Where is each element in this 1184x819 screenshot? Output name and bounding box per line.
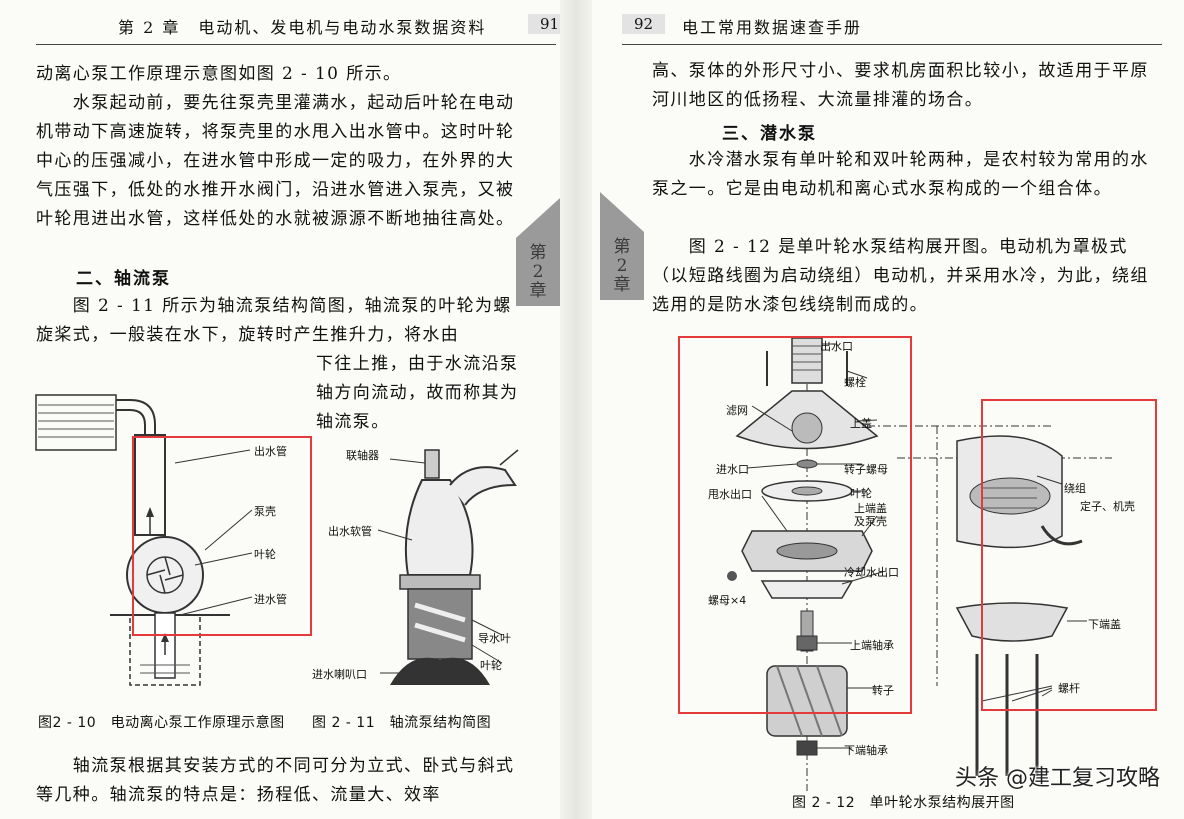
watermark: 头条 @建工复习攻略: [955, 766, 1160, 791]
fig11-label-impeller: 叶轮: [480, 659, 502, 672]
right-para-submersible: 水冷潜水泵有单叶轮和双叶轮两种，是农村较为常用的水泵之一。它是由电动机和离心式水…: [652, 150, 1149, 199]
fig10-label-outlet: 出水管: [254, 445, 287, 458]
chapter-tab-right-label: 第 2 章: [613, 237, 631, 295]
fig12-label-lower-cover: 下端盖: [1088, 618, 1121, 631]
fig11-label-guide: 导水叶: [478, 632, 511, 645]
fig12-label-inlet: 进水口: [716, 463, 749, 476]
fig12-label-winding: 绕组: [1064, 482, 1086, 495]
fig11-caption: 图 2 - 11 轴流泵结构简图: [312, 715, 492, 731]
right-header-text: 电工常用数据速查手册: [682, 18, 863, 37]
right-page-number: 92: [622, 14, 666, 34]
section-heading-submersible: 三、潜水泵: [722, 124, 817, 144]
fig11-label-hose: 出水软管: [328, 525, 372, 538]
fig12-label-upper-cover: 上端盖 及泵壳: [854, 502, 887, 528]
chapter-tab-left-label: 第 2 章: [529, 243, 547, 301]
fig12-label-top-cover: 上盖: [850, 417, 872, 430]
fig11-label-bell: 进水喇叭口: [312, 668, 367, 681]
fig12-caption: 图 2 - 12 单叶轮水泵结构展开图: [792, 795, 1015, 811]
fig11-label-coupling: 联轴器: [346, 449, 379, 462]
figure-2-12-illustration: [727, 336, 1112, 791]
figure-2-11-illustration: [377, 449, 519, 685]
right-para-fig12: 图 2 - 12 是单叶轮水泵结构展开图。电动机为罩极式（以短路线圈为启动绕组）…: [652, 237, 1149, 315]
fig10-caption: 图2 - 10 电动离心泵工作原理示意图: [38, 715, 285, 731]
left-running-header: 第 2 章 电动机、发电机与电动水泵数据资料: [118, 14, 486, 38]
highlight-box-fig12-right: [981, 399, 1157, 711]
left-header-text: 第 2 章 电动机、发电机与电动水泵数据资料: [118, 18, 487, 37]
highlight-box-fig10: [132, 436, 312, 636]
right-para-top: 高、泵体的外形尺寸小、要求机房面积比较小，故适用于平原河川地区的低扬程、大流量排…: [652, 61, 1149, 110]
fig10-label-inlet: 进水管: [254, 593, 287, 606]
chapter-tab-right: 第 2 章: [600, 192, 644, 300]
fig10-label-casing: 泵壳: [254, 505, 276, 518]
chapter-tab-left: 第 2 章: [516, 198, 560, 306]
axial-para: 图 2 - 11 所示为轴流泵结构简图，轴流泵的叶轮为螺旋桨式，一般装在水下，旋…: [36, 296, 512, 345]
fig12-label-nut4: 螺母×4: [708, 594, 747, 607]
right-header-rule: [622, 44, 1162, 45]
fig12-label-filter: 滤网: [726, 404, 748, 417]
right-page: 92 电工常用数据速查手册 第 2 章 高、泵体的外形尺寸小、要求机房面积比较小…: [592, 0, 1184, 819]
fig12-label-outlet: 出水口: [820, 340, 853, 353]
left-page: 第 2 章 电动机、发电机与电动水泵数据资料 91 动离心泵工作原理示意图如图 …: [0, 0, 560, 819]
fig12-label-lower-bearing: 下端轴承: [844, 744, 888, 757]
left-para-intro: 动离心泵工作原理示意图如图 2 - 10 所示。: [36, 64, 402, 84]
fig12-label-impeller: 叶轮: [850, 487, 872, 500]
fig12-label-rotor-nut: 转子螺母: [844, 463, 888, 476]
left-header-rule: [36, 44, 556, 45]
section-heading-axial: 二、轴流泵: [76, 269, 171, 289]
left-para-bottom: 轴流泵根据其安装方式的不同可分为立式、卧式与斜式等几种。轴流泵的特点是：扬程低、…: [36, 756, 515, 805]
fig12-label-stator: 定子、机壳: [1080, 500, 1135, 513]
right-running-header: 电工常用数据速查手册: [682, 14, 862, 38]
fig12-label-rotor: 转子: [872, 684, 894, 697]
fig12-label-rod: 螺杆: [1058, 682, 1080, 695]
fig12-label-upper-bearing: 上端轴承: [850, 639, 894, 652]
right-page-number-wrap: 92: [622, 14, 666, 34]
figure-2-10-illustration: [35, 394, 253, 686]
fig12-label-bolt: 螺栓: [844, 376, 866, 389]
book-spine: [560, 0, 592, 819]
left-para-start: 水泵起动前，要先往泵壳里灌满水，起动后叶轮在电动机带动下高速旋转，将泵壳里的水甩…: [36, 93, 515, 229]
fig12-label-throw-outlet: 甩水出口: [708, 488, 752, 501]
left-page-number: 91: [528, 14, 560, 34]
axial-para-wrap: 下往上推，由于水流沿泵轴方向流动，故而称其为轴流泵。: [316, 354, 519, 432]
highlight-box-fig12-left: [678, 336, 912, 714]
left-page-number-wrap: 91: [528, 14, 560, 34]
fig10-label-impeller: 叶轮: [254, 548, 276, 561]
fig12-label-cooling-outlet: 冷却水出口: [844, 566, 899, 579]
